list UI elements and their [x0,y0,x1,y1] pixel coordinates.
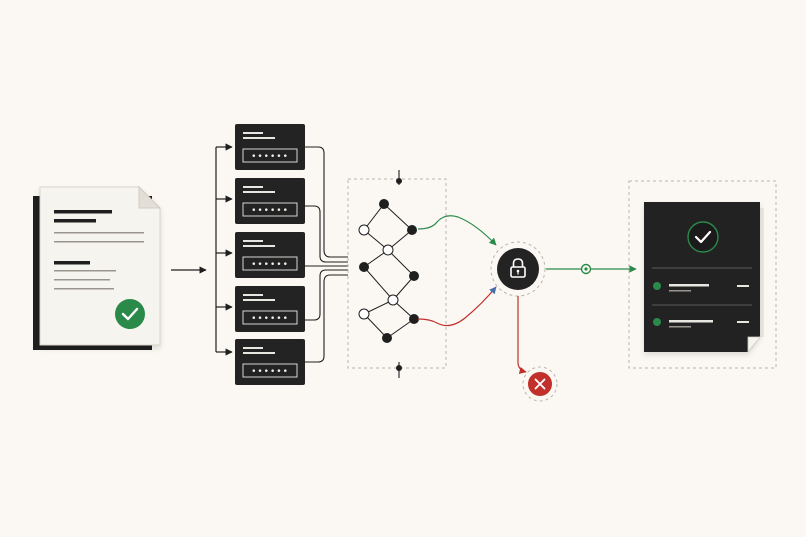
text-line [54,241,144,243]
text-line [737,321,749,323]
text-line [54,219,96,223]
card-title-bar [243,299,275,301]
masked-field [242,202,298,217]
card-title-bar [243,347,263,349]
masked-field [242,256,298,271]
processing-network [347,170,447,378]
record-card: •••••• [235,339,305,385]
masked-dots: •••••• [251,367,289,377]
text-line [54,210,112,214]
masked-dots: •••••• [251,314,289,324]
lock-icon [510,258,526,278]
masked-field [242,148,298,163]
fan-out-connectors [215,143,233,356]
card-title-bar [243,132,263,134]
text-line [54,232,144,234]
result-boundary [628,180,777,369]
network-node [382,244,394,256]
rejection-path [517,296,527,374]
connector-line [305,146,348,258]
card-title-bar [243,186,263,188]
connector-dot [584,267,588,271]
card-title-bar [243,294,263,296]
card-title-bar [243,240,263,242]
record-card-stack: •••••• •••••• •••••• •••••• [235,124,305,385]
reject-ring [522,366,558,402]
network-node [358,224,370,236]
network-node [359,262,369,272]
record-card: •••••• [235,178,305,224]
security-gate [490,241,546,297]
text-line [669,284,709,287]
masked-field [242,363,298,378]
masked-dots: •••••• [251,152,289,162]
network-node [396,178,402,184]
card-title-bar [243,352,275,354]
network-node [379,199,389,209]
result-page [644,202,760,352]
result-row [653,282,749,292]
card-title-bar [243,137,275,139]
text-line [669,326,691,328]
text-line [54,261,90,265]
connector-line [305,274,348,363]
x-circle-icon [528,372,552,396]
network-node [382,333,392,343]
card-title-bar [243,245,275,247]
card-title-bar [243,191,275,193]
text-line [54,288,114,290]
gate-core [497,248,539,290]
rejected-path [417,286,497,327]
text-line [54,270,116,272]
masked-dots: •••••• [251,260,289,270]
approved-path [417,215,497,246]
record-card: •••••• [235,232,305,278]
record-card: •••••• [235,286,305,332]
text-line [737,285,749,287]
record-card: •••••• [235,124,305,170]
network-boundary [347,178,447,369]
network-edges [363,203,415,339]
result-document [628,180,777,369]
network-node [396,365,402,371]
merge-connectors [305,146,348,363]
network-node [407,225,417,235]
check-circle-icon [687,221,719,253]
connector-line [305,269,348,321]
network-node [358,308,370,320]
text-line [669,320,713,323]
reject-node [522,366,558,402]
network-node [387,294,399,306]
result-row [653,318,749,328]
text-line [54,279,110,281]
source-document-fold [138,185,162,209]
status-dot [653,282,661,290]
connector-line [305,205,348,263]
check-circle-icon [115,299,145,329]
network-node [409,271,419,281]
network-node [409,314,419,324]
result-page-fold [747,336,761,354]
masked-dots: •••••• [251,206,289,216]
text-line [669,290,691,292]
status-dot [653,318,661,326]
masked-field [242,310,298,325]
output-connector [546,263,637,275]
source-document [33,185,162,350]
